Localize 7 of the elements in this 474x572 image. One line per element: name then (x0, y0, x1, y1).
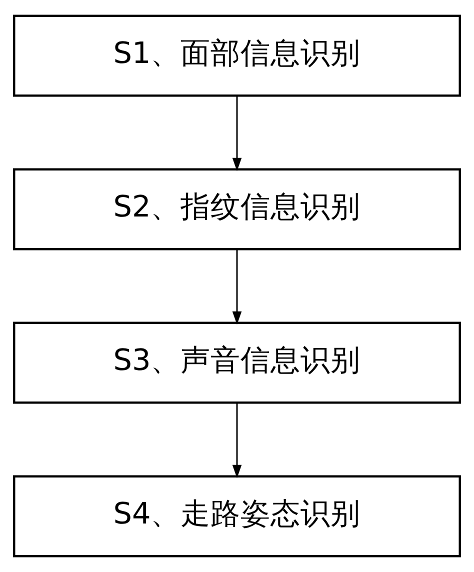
node-box: S1、面部信息识别 (13, 14, 461, 97)
arrow (232, 96, 242, 172)
node-box: S4、走路姿态识别 (13, 475, 461, 558)
node-box: S3、声音信息识别 (13, 322, 461, 404)
arrow (232, 249, 242, 325)
arrow (232, 402, 242, 478)
node-box: S2、指纹信息识别 (13, 168, 461, 250)
